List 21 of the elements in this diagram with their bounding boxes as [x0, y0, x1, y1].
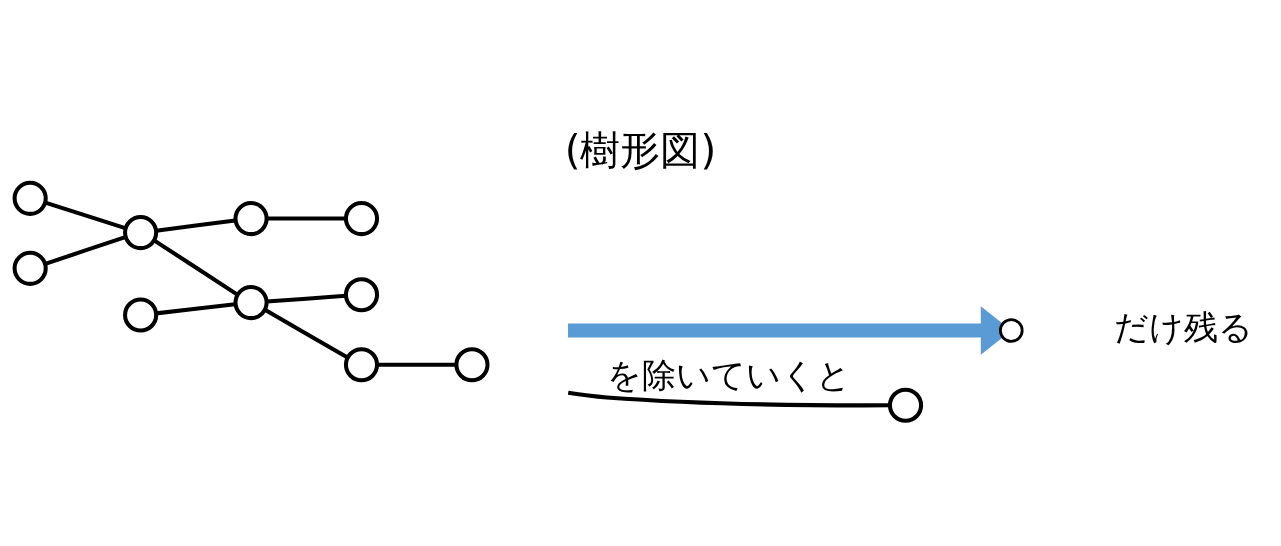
node-circle	[12, 250, 48, 286]
connector	[153, 238, 239, 297]
node-circle	[343, 201, 380, 237]
node-label: だけ残る	[1114, 307, 1254, 348]
node-circle	[233, 201, 269, 237]
connector	[155, 302, 236, 316]
diagram-title: (樹形図)	[564, 125, 717, 174]
node-circle	[123, 297, 159, 333]
node-circle	[233, 285, 269, 321]
node-circle	[343, 277, 380, 313]
node-circle	[343, 347, 380, 383]
edge-label: を除いていくと	[606, 355, 851, 396]
connector	[567, 390, 890, 408]
node-circle	[887, 387, 924, 423]
connector	[377, 362, 456, 367]
connector	[263, 307, 349, 360]
connector	[155, 218, 236, 233]
node-circle	[999, 318, 1024, 343]
node-circle	[12, 180, 48, 216]
node-circle	[454, 347, 490, 383]
node-circle	[123, 215, 159, 251]
